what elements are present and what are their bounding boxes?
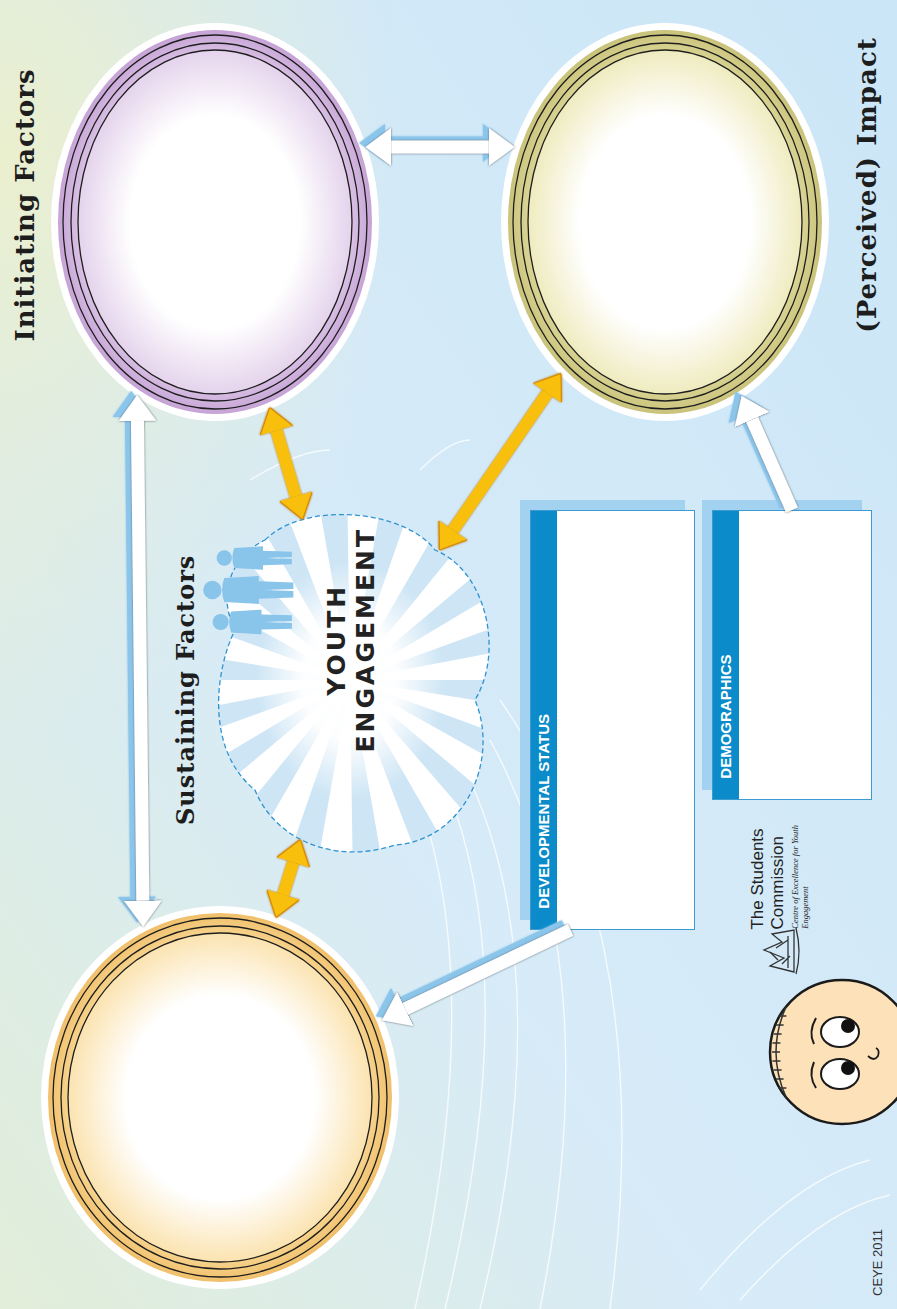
heading-bar: DEVELOPMENTAL STATUS [531,511,557,929]
ellipse-ring [508,30,822,414]
cloud-border [219,515,489,852]
flow-arrow [391,140,489,153]
face-eye [821,1059,859,1089]
head-stitch-line [776,1007,786,1097]
swoosh-line [470,780,518,1309]
face-brows [811,1018,816,1088]
face-eye [821,1017,859,1047]
ring-line [513,35,817,409]
ring-line [71,43,359,401]
ellipse-halo [41,906,399,1289]
logo-text: The Students Commission [748,811,787,929]
cloud-rays [90,420,610,940]
ellipse-halo [51,23,379,421]
face-nose [868,1048,879,1059]
heading-bar: DEMOGRAPHICS [713,511,739,799]
face-pupil [841,1019,855,1033]
flow-arrow [752,420,792,510]
ellipse-outline [50,22,380,422]
swoosh-line [420,440,470,470]
silhouette-head [213,614,229,630]
ring-line [61,926,379,1269]
box-heading: DEVELOPMENTAL STATUS [535,522,552,918]
impact-heading: (Perceived) Impact [853,20,883,350]
ring-line [53,918,387,1277]
ellipse-outline [500,22,830,422]
swoosh-line [700,1160,870,1290]
info-box: DEVELOPMENTAL STATUS [530,510,695,930]
factor-ellipse: Sustaining Factors [40,905,400,1290]
swoosh-line [250,450,330,480]
engagement-heading: YOUTH ENGAGEMENT [323,520,381,760]
logo-sketch [764,930,794,972]
logo-tagline: Centre of Excellence for Youth Engagemen… [791,811,811,929]
ellipse-inner [528,50,802,394]
flow-arrow [137,421,142,901]
factor-heading: Initiating Factors [11,45,41,365]
engagement-arrow [283,862,293,894]
ellipse-ring [58,30,372,414]
silhouette-head [203,581,221,599]
factor-ellipse: Initiating Factors [50,22,380,422]
info-box: DEMOGRAPHICS [712,510,872,800]
logo-base [796,928,799,974]
head-stitches [772,1016,786,1088]
logo-hatch [770,936,790,968]
face-pupil [841,1061,855,1075]
swoosh-line [740,1195,890,1300]
ellipse-inner [78,50,352,394]
ellipse-outline [40,905,400,1290]
engagement-arrow [276,431,295,497]
box-heading: DEMOGRAPHICS [717,522,734,788]
face-head [770,980,897,1124]
ellipse-halo [501,23,829,421]
face-illustration [770,980,897,1124]
ring-line [521,43,809,401]
engagement-cloud: YOUTH ENGAGEMENT [205,500,495,860]
date-stamp: CEYE 2011 [871,1212,886,1309]
silhouette-head [217,550,232,565]
ellipse-ring [48,913,392,1282]
ellipse-inner [68,933,372,1262]
swoosh-line [415,835,452,1309]
logo-icon [764,928,799,974]
factor-heading: Sustaining Factors [172,530,200,850]
factor-ellipse: (Perceived) Impact [500,22,830,422]
flow-arrow [405,930,570,1009]
ring-line [63,35,367,409]
